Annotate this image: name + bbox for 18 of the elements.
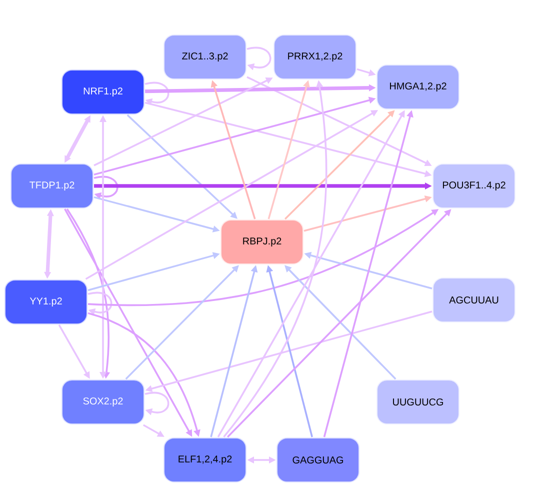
node-box: SOX2.p2 xyxy=(62,379,144,424)
node-box: YY1.p2 xyxy=(4,279,88,324)
node-box: POU3F1..4.p2 xyxy=(432,163,516,208)
node-box: ZIC1..3.p2 xyxy=(164,34,246,80)
node-box: AGCUUAU xyxy=(432,277,516,322)
node-box: TFDP1.p2 xyxy=(10,163,94,208)
node-box: GAGGUAG xyxy=(276,437,360,482)
arrow xyxy=(144,82,170,106)
node-box: UUGUUCG xyxy=(376,379,460,424)
node-box: ELF1,2,4.p2 xyxy=(164,437,246,482)
arrow xyxy=(144,392,170,416)
arrow xyxy=(246,46,272,70)
node-box: NRF1.p2 xyxy=(62,69,144,114)
arrow xyxy=(88,292,112,316)
node-box: RBPJ.p2 xyxy=(220,219,304,264)
node-box: PRRX1,2.p2 xyxy=(274,34,356,80)
arrow xyxy=(94,176,118,200)
node-box: HMGA1,2.p2 xyxy=(376,64,460,110)
